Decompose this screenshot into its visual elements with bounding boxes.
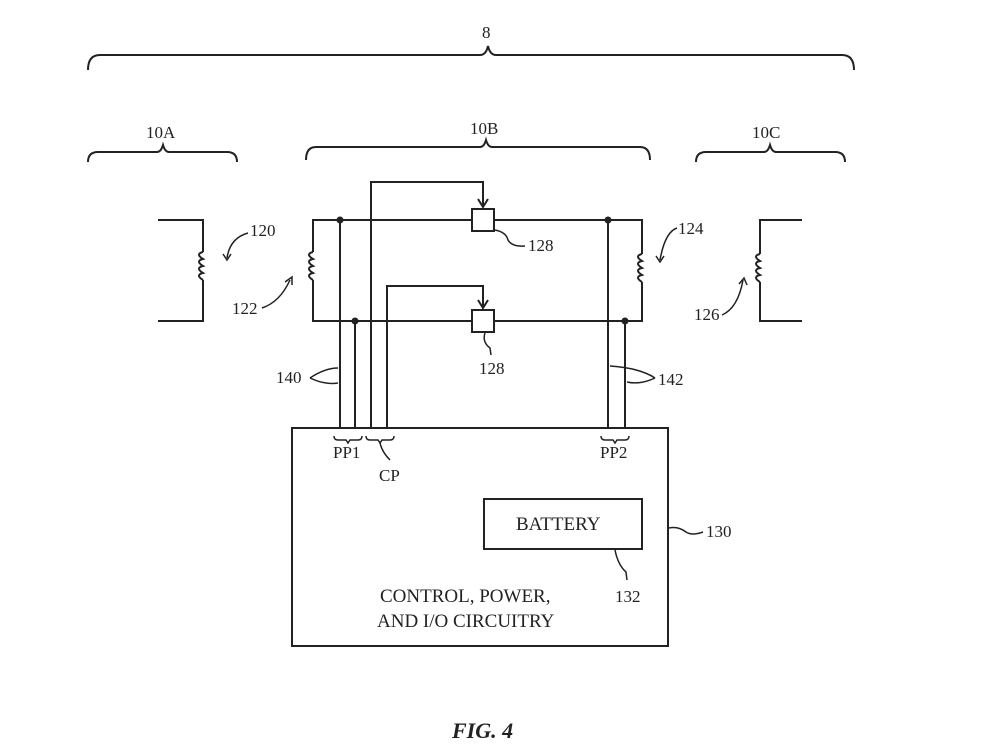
circuitry-label-line2: AND I/O CIRCUITRY (377, 611, 555, 632)
label-port-pp1: PP1 (333, 443, 360, 462)
circuitry-label-line1: CONTROL, POWER, (380, 586, 550, 607)
label-circuitry-ref: 130 (706, 522, 732, 541)
label-coil-126: 126 (694, 305, 720, 324)
wire-bundle-right: 142 (604, 216, 684, 428)
coil-124: 124 (605, 219, 704, 322)
brace-device-10c: 10C (695, 123, 846, 163)
figure-caption: FIG. 4 (451, 718, 513, 743)
label-wires-140: 140 (276, 368, 302, 387)
label-coil-124: 124 (678, 219, 704, 238)
coil-122: 122 (232, 219, 618, 322)
coil-126: 126 (694, 219, 802, 324)
label-system: 8 (482, 23, 491, 42)
label-wires-142: 142 (658, 370, 684, 389)
label-coil-122: 122 (232, 299, 258, 318)
port-brace-pp2: PP2 (600, 435, 630, 462)
wire-bundle-left: 140 (276, 210, 388, 428)
switch-128-top: 128 (370, 181, 554, 255)
brace-device-10b: 10B (305, 119, 651, 161)
label-port-pp2: PP2 (600, 443, 627, 462)
label-device-10a: 10A (146, 123, 176, 142)
label-coil-120: 120 (250, 221, 276, 240)
label-device-10b: 10B (470, 119, 498, 138)
battery-label: BATTERY (516, 514, 601, 535)
circuitry-box-130: 130 CONTROL, POWER, AND I/O CIRCUITRY (291, 427, 732, 647)
brace-device-10a: 10A (87, 123, 238, 163)
label-battery-ref: 132 (615, 587, 641, 606)
brace-system-8: 8 (87, 23, 855, 71)
coil-120: 120 (158, 219, 276, 322)
label-port-cp: CP (379, 466, 400, 485)
battery-132: BATTERY 132 (483, 498, 643, 606)
label-switch-top: 128 (528, 236, 554, 255)
port-brace-pp1: PP1 (333, 435, 363, 462)
port-brace-cp: CP (365, 435, 400, 485)
switch-128-bottom: 128 (386, 285, 505, 378)
label-switch-bottom: 128 (479, 359, 505, 378)
label-device-10c: 10C (752, 123, 780, 142)
